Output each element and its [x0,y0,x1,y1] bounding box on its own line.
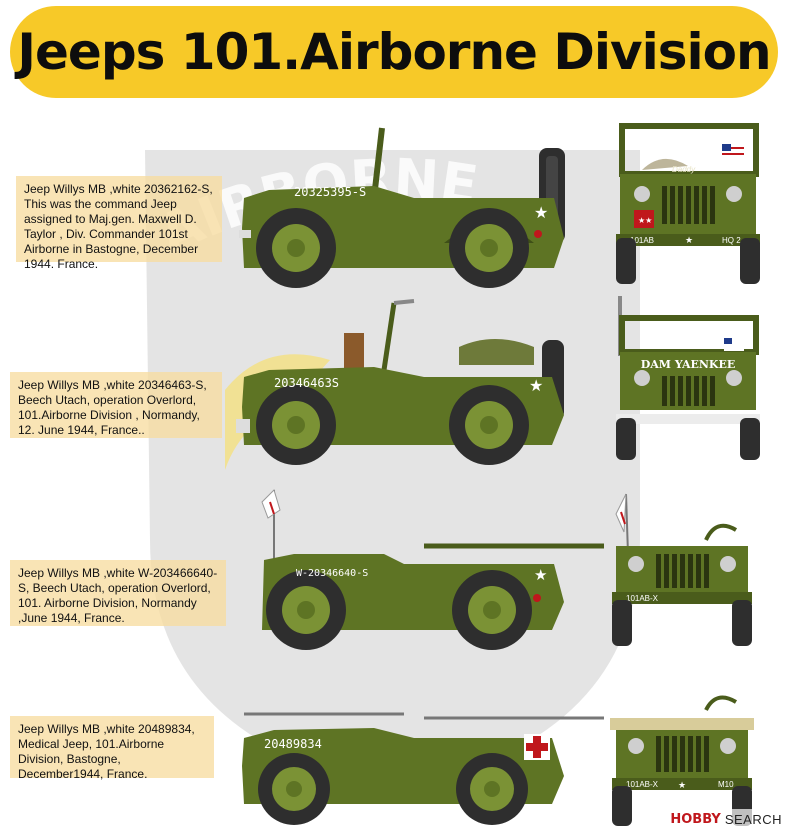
star-icon: ★ [678,780,686,790]
jeep-3-front-left-code: 101AB-X [626,594,659,603]
jeep-1-hood-number: 20325395-S [294,185,366,199]
hobbysearch-logo: HOBBY [670,811,721,827]
jeep-2-caption: Jeep Willys MB ,white 20346463-S, Beech … [10,372,222,438]
tail-light-icon [534,230,542,238]
hobbysearch-watermark: HOBBY SEARCH [666,809,786,829]
jeep-4-front-view: 101AB-X ★ M10 [610,695,754,826]
general-plate-icon [634,210,654,228]
star-icon: ★ [534,205,548,222]
jeep-3-front-view: 101AB-X [612,493,752,646]
star-icon: ★ [534,567,547,584]
jeep-4-side-view: 20489834 [242,712,604,825]
jeep-3-hood-number: W-20346640-S [296,568,368,579]
jeep-1-side-view: 20325395-S ★ [239,127,565,288]
jeep-2-hood-number: 20346463S [274,376,339,390]
jeep-4-caption: Jeep Willys MB ,white 20489834, Medical … [10,716,214,781]
star-icon: ★ [529,378,543,395]
title-banner: Jeeps 101.Airborne Division [10,6,778,98]
jeep-1-front-left-code: 101AB [630,236,654,245]
jeep-1-front-right-code: HQ 2 [722,236,741,245]
hobbysearch-text: SEARCH [724,811,782,827]
jeep-2-side-view: 20346463S ★ [236,299,564,465]
jeep-2-front-view: DAM YAENKEE [616,296,760,460]
jeep-1-front-view: Daddy ★★ 101AB ★ HQ 2 [616,123,760,284]
jeep-2-front-name: DAM YAENKEE [641,358,736,371]
page-title: Jeeps 101.Airborne Division [17,23,771,81]
jeep-4-front-left-code: 101AB-X [626,780,659,789]
jeep-4-hood-number: 20489834 [264,737,322,751]
star-icon: ★ [685,235,693,245]
jeep-4-front-right-code: M10 [718,780,734,789]
jeep-3-caption: Jeep Willys MB ,white W-203466640-S, Bee… [10,560,226,626]
jeep-3-side-view: W-20346640-S ★ [261,489,604,650]
jeep-1-caption: Jeep Willys MB ,white 20362162-S, This w… [16,176,222,271]
svg-text:★★: ★★ [638,216,652,225]
jeep-1-front-name: Daddy [672,165,696,174]
